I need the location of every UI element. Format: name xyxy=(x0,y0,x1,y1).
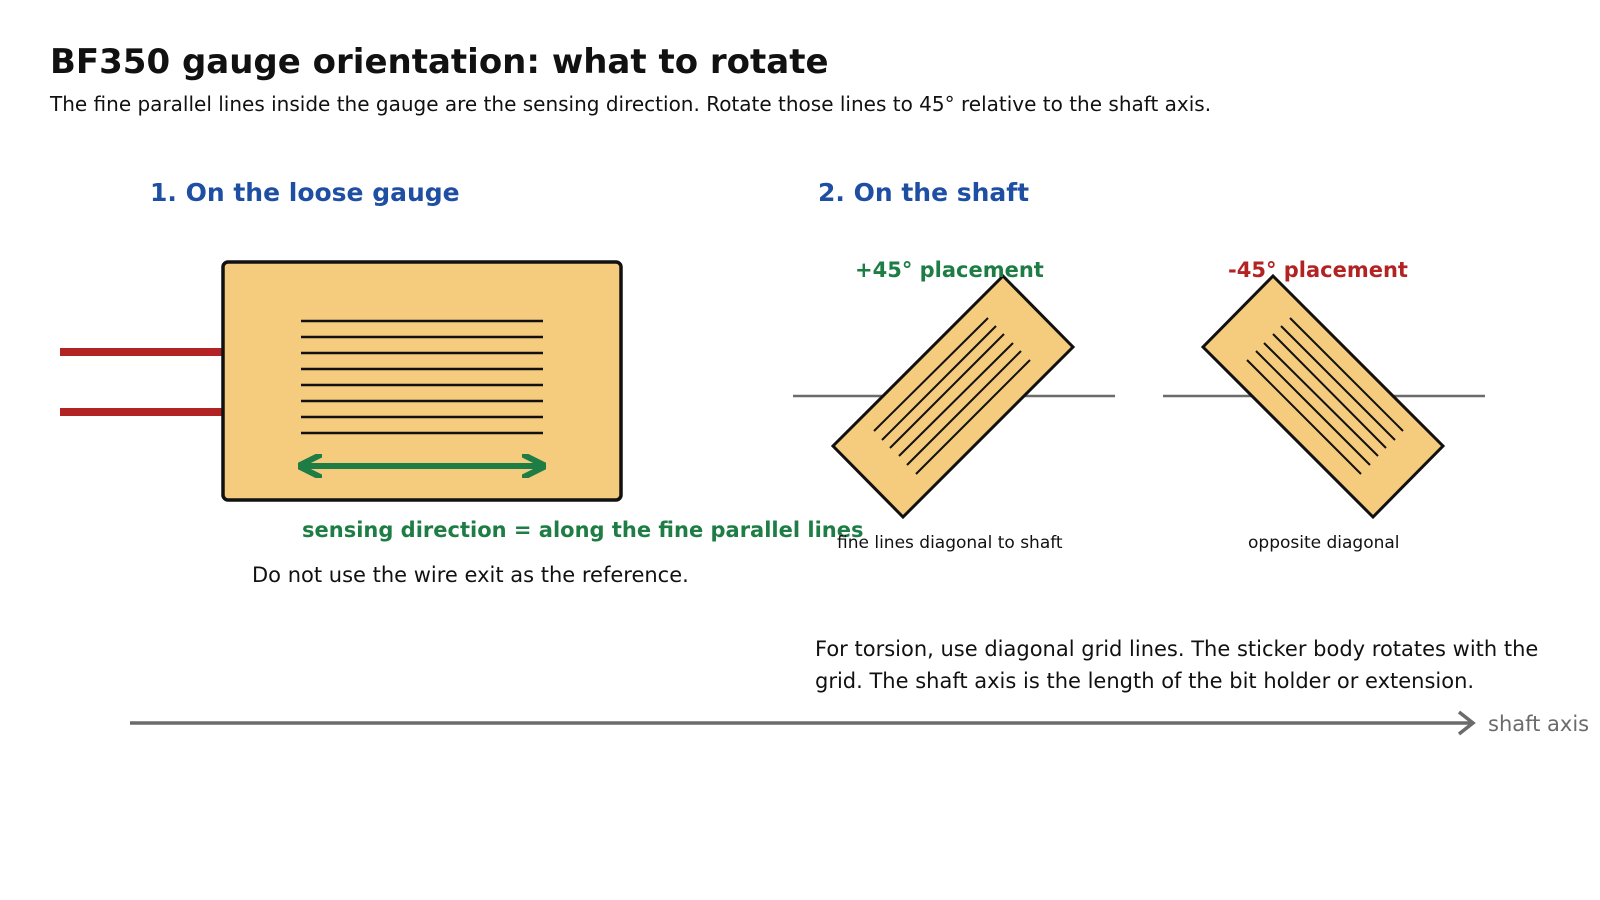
section-loose-gauge-heading: 1. On the loose gauge xyxy=(150,178,460,207)
wire-exit-note: Do not use the wire exit as the referenc… xyxy=(252,563,689,587)
rotated-gauge-minus xyxy=(1200,273,1446,520)
sensing-grid-lines xyxy=(301,319,543,435)
plus45-placement xyxy=(793,273,1115,520)
shaft-axis-label: shaft axis xyxy=(1488,712,1590,736)
section-shaft-heading: 2. On the shaft xyxy=(818,178,1030,207)
rotated-gauge-plus xyxy=(830,273,1076,520)
minus45-label: -45° placement xyxy=(1228,258,1408,282)
diagonal-grid-lines-plus xyxy=(873,317,1031,475)
loose-gauge xyxy=(60,260,623,502)
sensing-direction-label: sensing direction = along the fine paral… xyxy=(302,518,864,542)
page-subtitle: The fine parallel lines inside the gauge… xyxy=(50,92,1212,116)
minus45-caption: opposite diagonal xyxy=(1248,533,1400,553)
plus45-label: +45° placement xyxy=(855,258,1044,282)
shaft-axis-arrow xyxy=(130,710,1476,736)
torsion-note: For torsion, use diagonal grid lines. Th… xyxy=(815,637,1539,693)
page-title: BF350 gauge orientation: what to rotate xyxy=(50,42,829,82)
diagonal-grid-lines-minus xyxy=(1246,317,1404,475)
plus45-caption: fine lines diagonal to shaft xyxy=(837,533,1063,553)
minus45-placement xyxy=(1163,273,1485,520)
